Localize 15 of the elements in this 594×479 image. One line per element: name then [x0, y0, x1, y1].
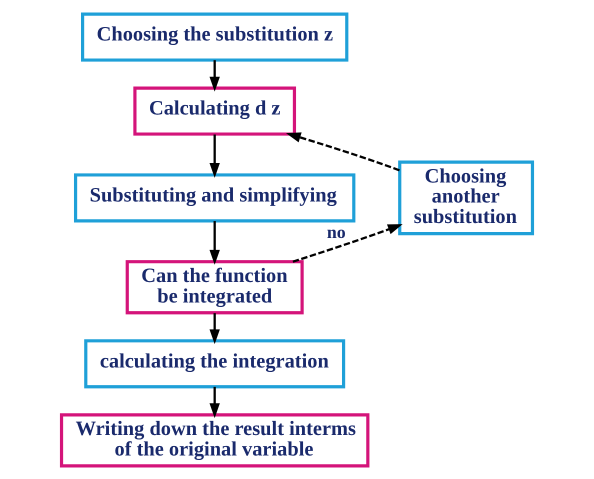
node-box: Choosing another substitution	[398, 160, 534, 235]
node-box: Can the function be integrated	[126, 260, 304, 314]
arrow	[210, 220, 220, 264]
node-box: Substituting and simplifying	[74, 172, 356, 222]
node-box: Calculating d z	[133, 86, 296, 136]
arrow	[210, 312, 220, 344]
arrow	[210, 134, 220, 178]
node-box: Choosing the substitution z	[81, 12, 348, 62]
node-box: Writing down the result interms of the original variable	[60, 412, 370, 467]
arrow	[286, 132, 400, 171]
arrow	[210, 60, 220, 92]
arrow	[210, 386, 220, 418]
node-box: calculating the integration	[84, 338, 346, 388]
arrow	[292, 224, 403, 262]
edge-label: no	[326, 222, 346, 242]
